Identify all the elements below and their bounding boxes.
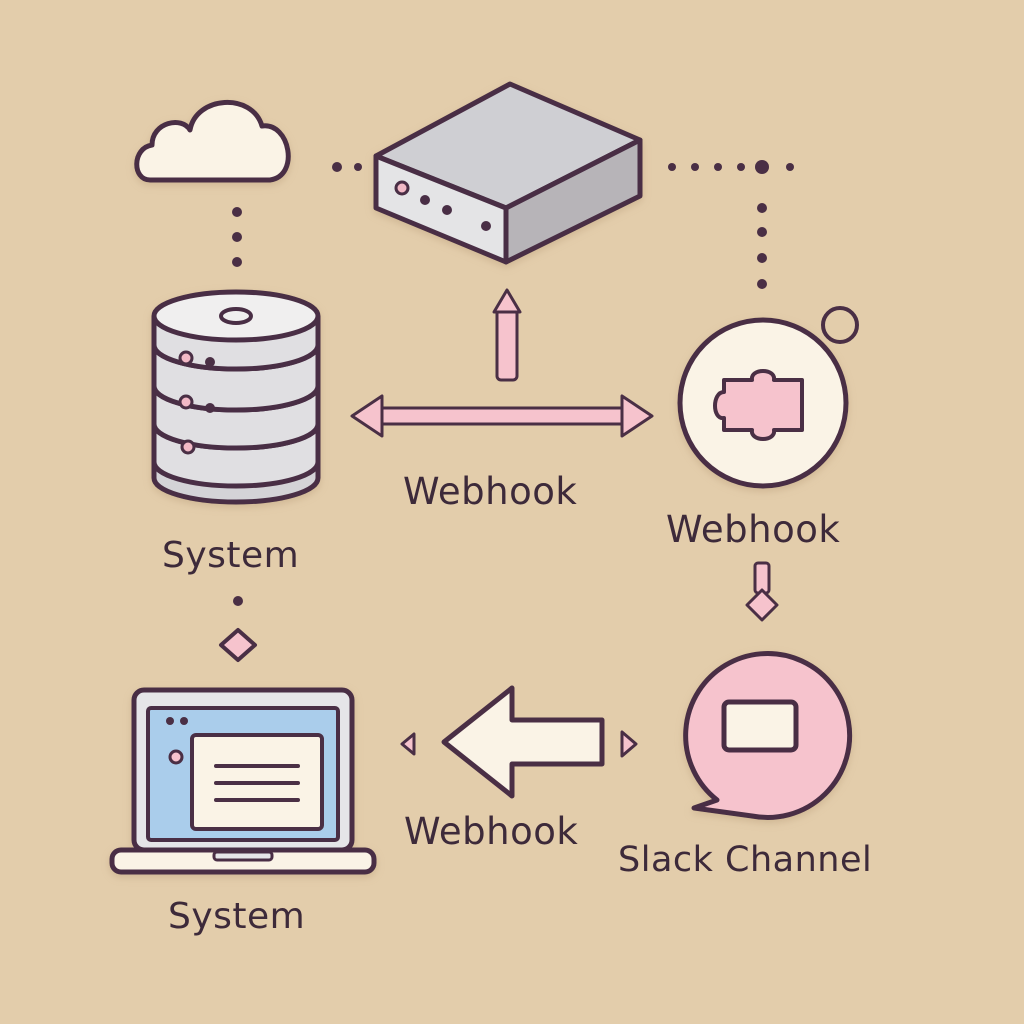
- laptop-system-label: System: [168, 896, 306, 937]
- slack-channel-label: Slack Channel: [618, 840, 873, 880]
- bottom-webhook-label: Webhook: [404, 810, 579, 853]
- laptop-window: [166, 717, 324, 831]
- right-webhook-label: Webhook: [666, 508, 841, 551]
- up-arrow: [492, 288, 522, 382]
- database-system-label: System: [162, 535, 300, 576]
- down-connector: [745, 561, 779, 622]
- database-icon: [151, 289, 321, 505]
- center-webhook-label: Webhook: [403, 470, 578, 513]
- left-arrow: [400, 685, 638, 799]
- database-indicators: [178, 350, 215, 455]
- cloud-icon: [134, 100, 291, 183]
- speech-bubble-icon: [683, 651, 853, 820]
- dotted-connectors: [232, 160, 794, 289]
- database-down-connector: [219, 596, 257, 662]
- puzzle-piece-icon: [677, 306, 859, 489]
- server-box-icon: [373, 81, 643, 265]
- double-arrow: [350, 394, 654, 438]
